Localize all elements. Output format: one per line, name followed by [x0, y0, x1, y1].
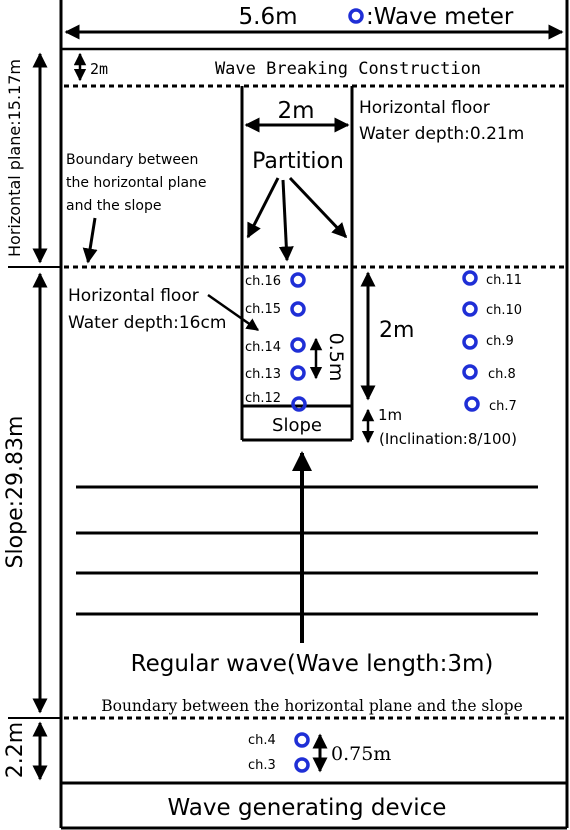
horizontal-floor-top-line1: Horizontal floor — [359, 98, 490, 118]
partition-arrow — [288, 176, 348, 239]
ch7-label: ch.7 — [489, 399, 517, 414]
horizontal-floor-mid: Horizontal floor Water depth:16cm — [68, 286, 260, 333]
partition-channel: 2m Partition Slope — [240, 86, 354, 442]
boundary-top-line2: the horizontal plane — [66, 175, 207, 191]
horizontal-floor-mid-line1: Horizontal floor — [68, 286, 199, 306]
wave-meter-ch16 — [290, 272, 306, 288]
ch8-label: ch.8 — [488, 367, 516, 382]
inner-meters: ch.16 ch.15 ch.14 ch.13 ch.12 0.5m — [245, 272, 347, 412]
right-channel-dimensions: 2m 1m (Inclination:8/100) — [360, 271, 517, 448]
top-band-label: 2m — [90, 60, 108, 78]
legend-label: :Wave meter — [366, 4, 514, 30]
ch12-label: ch.12 — [245, 391, 281, 406]
slope-length-box-label: 1m — [378, 406, 402, 424]
circle-icon — [348, 8, 364, 24]
inclination-label: (Inclination:8/100) — [379, 430, 517, 448]
bottom-band-label: 2.2m — [3, 722, 28, 778]
slope-box-label: Slope — [272, 415, 322, 436]
outer-meters: ch.11 ch.10 ch.9 ch.8 ch.7 — [462, 270, 522, 414]
boundary-bottom-label: Boundary between the horizontal plane an… — [101, 697, 523, 715]
boundary-top-line1: Boundary between — [66, 152, 198, 168]
width-dimension: 5.6m — [64, 4, 564, 40]
floor-length-label: 2m — [379, 318, 414, 343]
width-label: 5.6m — [239, 4, 298, 30]
floor-arrow — [207, 293, 260, 332]
ch13-label: ch.13 — [245, 367, 281, 382]
wave-meter-ch4 — [294, 732, 310, 748]
tank-outline — [59, 0, 569, 830]
partition-width-label: 2m — [277, 98, 314, 124]
ch14-label: ch.14 — [245, 340, 281, 355]
ch9-label: ch.9 — [486, 334, 514, 349]
regular-wave-label: Regular wave(Wave length:3m) — [131, 651, 494, 677]
wave-meter-ch3 — [294, 757, 310, 773]
upper-annotations: Horizontal floor Water depth:0.21m Bound… — [66, 98, 524, 264]
wave-meter-ch15 — [290, 301, 306, 317]
partition-arrow — [246, 177, 280, 239]
ch16-label: ch.16 — [245, 274, 281, 289]
horizontal-floor-top-line2: Water depth:0.21m — [359, 124, 524, 144]
bottom-boundary: Boundary between the horizontal plane an… — [64, 697, 565, 720]
generator-meters: ch.4 ch.3 0.75m — [248, 732, 391, 773]
ch15-label: ch.15 — [245, 302, 281, 317]
wave-breaking-label: Wave Breaking Construction — [215, 59, 481, 79]
wave-meter-ch11 — [462, 270, 478, 286]
wave-meter-ch13 — [290, 365, 306, 381]
left-dimensions: Horizontal plane:15.17m Slope:29.83m 2.2… — [3, 52, 62, 781]
legend: :Wave meter — [348, 4, 514, 30]
wave-meter-ch9 — [462, 334, 478, 350]
wave-meter-ch10 — [462, 301, 478, 317]
wave-meter-ch14 — [290, 337, 306, 353]
boundary-top-line3: and the slope — [66, 198, 161, 214]
horizontal-floor-mid-line2: Water depth:16cm — [68, 313, 226, 333]
horizontal-plane-label: Horizontal plane:15.17m — [5, 59, 24, 257]
wave-meter-ch12 — [291, 396, 307, 412]
ch3-label: ch.3 — [248, 758, 276, 773]
ch11-label: ch.11 — [486, 273, 522, 288]
ch4-label: ch.4 — [248, 733, 276, 748]
partition-arrow — [278, 179, 294, 262]
wave-generating-device-label: Wave generating device — [168, 795, 447, 821]
meter-spacing-label: 0.5m — [325, 333, 347, 382]
wave-meter-ch7 — [464, 396, 480, 412]
wave-crests: Regular wave(Wave length:3m) — [76, 451, 538, 677]
wave-meter-ch8 — [462, 364, 478, 380]
generator-spacing-label: 0.75m — [331, 743, 391, 765]
ch10-label: ch.10 — [486, 303, 522, 318]
partition-label: Partition — [252, 149, 344, 174]
boundary-arrow — [82, 217, 98, 264]
wave-breaking-band: 2m Wave Breaking Construction — [64, 52, 565, 88]
slope-length-label: Slope:29.83m — [3, 416, 28, 569]
